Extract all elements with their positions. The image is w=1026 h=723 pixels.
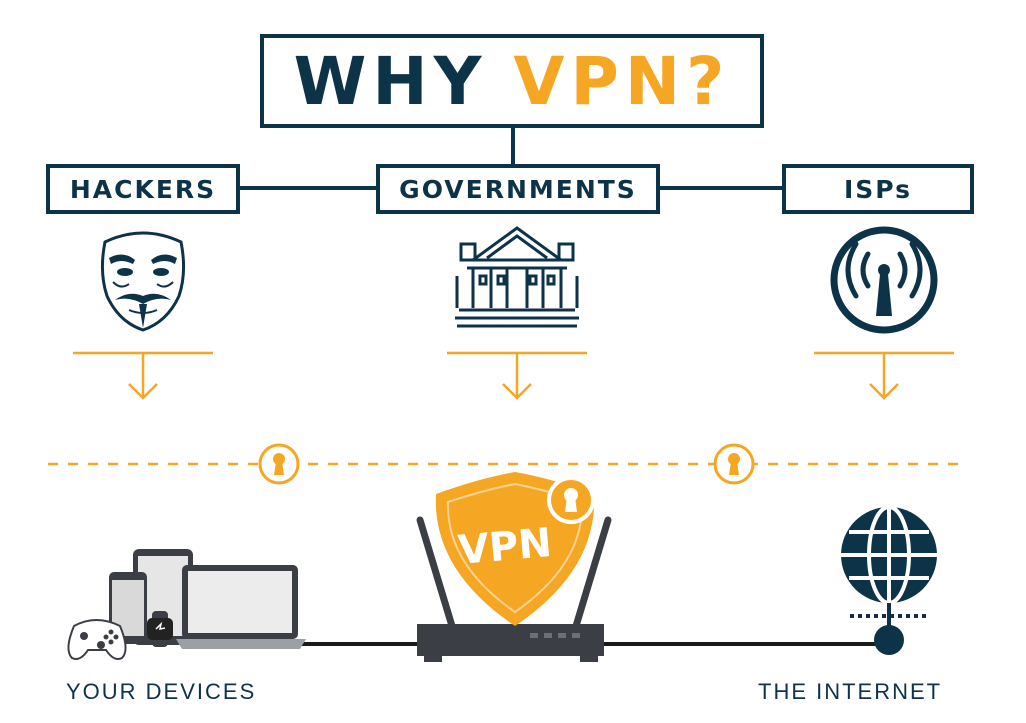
vpn-shield-icon xyxy=(435,472,595,626)
label-hackers: HACKERS xyxy=(46,164,240,214)
page-title: WHY VPN? xyxy=(260,34,764,128)
internet-caption: THE INTERNET xyxy=(758,679,943,704)
label-governments-text: GOVERNMENTS xyxy=(399,174,637,204)
vpn-shield-label: VPN xyxy=(456,520,553,574)
down-arrow-governments xyxy=(447,351,587,400)
label-governments: GOVERNMENTS xyxy=(376,164,660,214)
label-hackers-text: HACKERS xyxy=(69,174,217,204)
vpn-router-icon xyxy=(416,516,612,662)
devices-icon xyxy=(67,549,306,660)
lock-icon xyxy=(258,443,300,485)
broadcast-tower-icon xyxy=(830,226,938,334)
label-isps: ISPs xyxy=(782,164,974,214)
title-main: WHY xyxy=(293,42,488,120)
globe-icon xyxy=(841,505,937,655)
government-building-icon xyxy=(455,226,579,328)
label-isps-text: ISPs xyxy=(843,174,913,204)
title-accent: VPN? xyxy=(513,42,731,120)
devices-caption: YOUR DEVICES xyxy=(66,679,257,704)
down-arrow-hackers xyxy=(73,351,213,400)
down-arrow-isps xyxy=(814,351,954,400)
lock-icon xyxy=(713,443,755,485)
guy-fawkes-mask-icon xyxy=(100,231,186,332)
